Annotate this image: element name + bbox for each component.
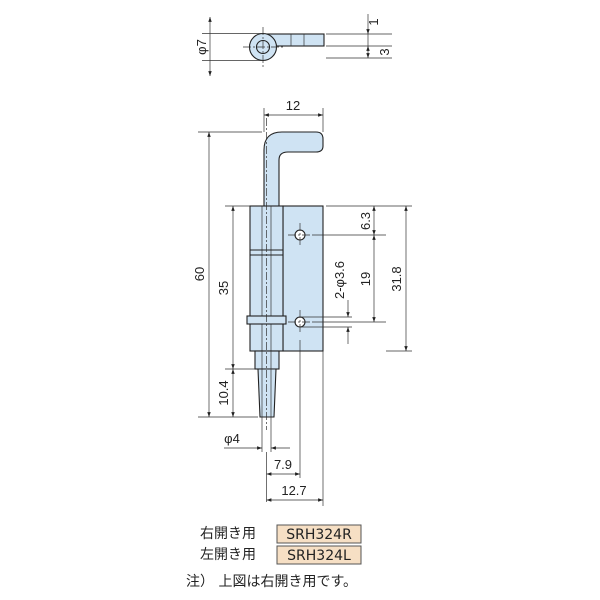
model-legend: 右開き用 SRH324R 左開き用 SRH324L 注） 上図は右開き用です。	[186, 524, 362, 590]
bent-pin	[263, 131, 324, 207]
hinge-plate	[282, 205, 324, 352]
left-open-label: 左開き用	[200, 547, 256, 563]
dim-height-35: 35	[216, 281, 231, 295]
dim-hole-2-phi-3-6: 2-φ3.6	[332, 261, 347, 299]
left-model-code: SRH324L	[287, 548, 351, 564]
front-view	[246, 118, 324, 430]
dim-height-10-4: 10.4	[216, 380, 231, 405]
dim-width-12: 12	[286, 98, 300, 113]
right-model-code: SRH324R	[286, 527, 352, 543]
dim-width-12-7: 12.7	[281, 483, 306, 498]
dim-height-60: 60	[192, 267, 207, 281]
dim-phi-4: φ4	[224, 431, 240, 446]
dim-top-3: 3	[377, 48, 392, 55]
dim-total-31-8: 31.8	[389, 266, 404, 291]
dim-hole-6-3: 6.3	[358, 212, 373, 230]
dim-top-1: 1	[366, 18, 381, 25]
left-model-box	[276, 545, 362, 565]
dim-pitch-19: 19	[358, 272, 373, 286]
drawing-note: 注） 上図は右開き用です。	[186, 574, 357, 590]
right-model-box	[276, 524, 362, 544]
pin-tip	[257, 368, 277, 418]
dim-width-7-9: 7.9	[274, 457, 292, 472]
pin-lower	[254, 350, 280, 370]
top-view: φ7 1 3	[194, 14, 392, 76]
dim-top-phi7: φ7	[194, 39, 209, 55]
right-open-label: 右開き用	[200, 526, 256, 542]
front-dimensions: 12 60 35 10.4 φ4 7.9 12.7 6.3	[192, 98, 412, 506]
